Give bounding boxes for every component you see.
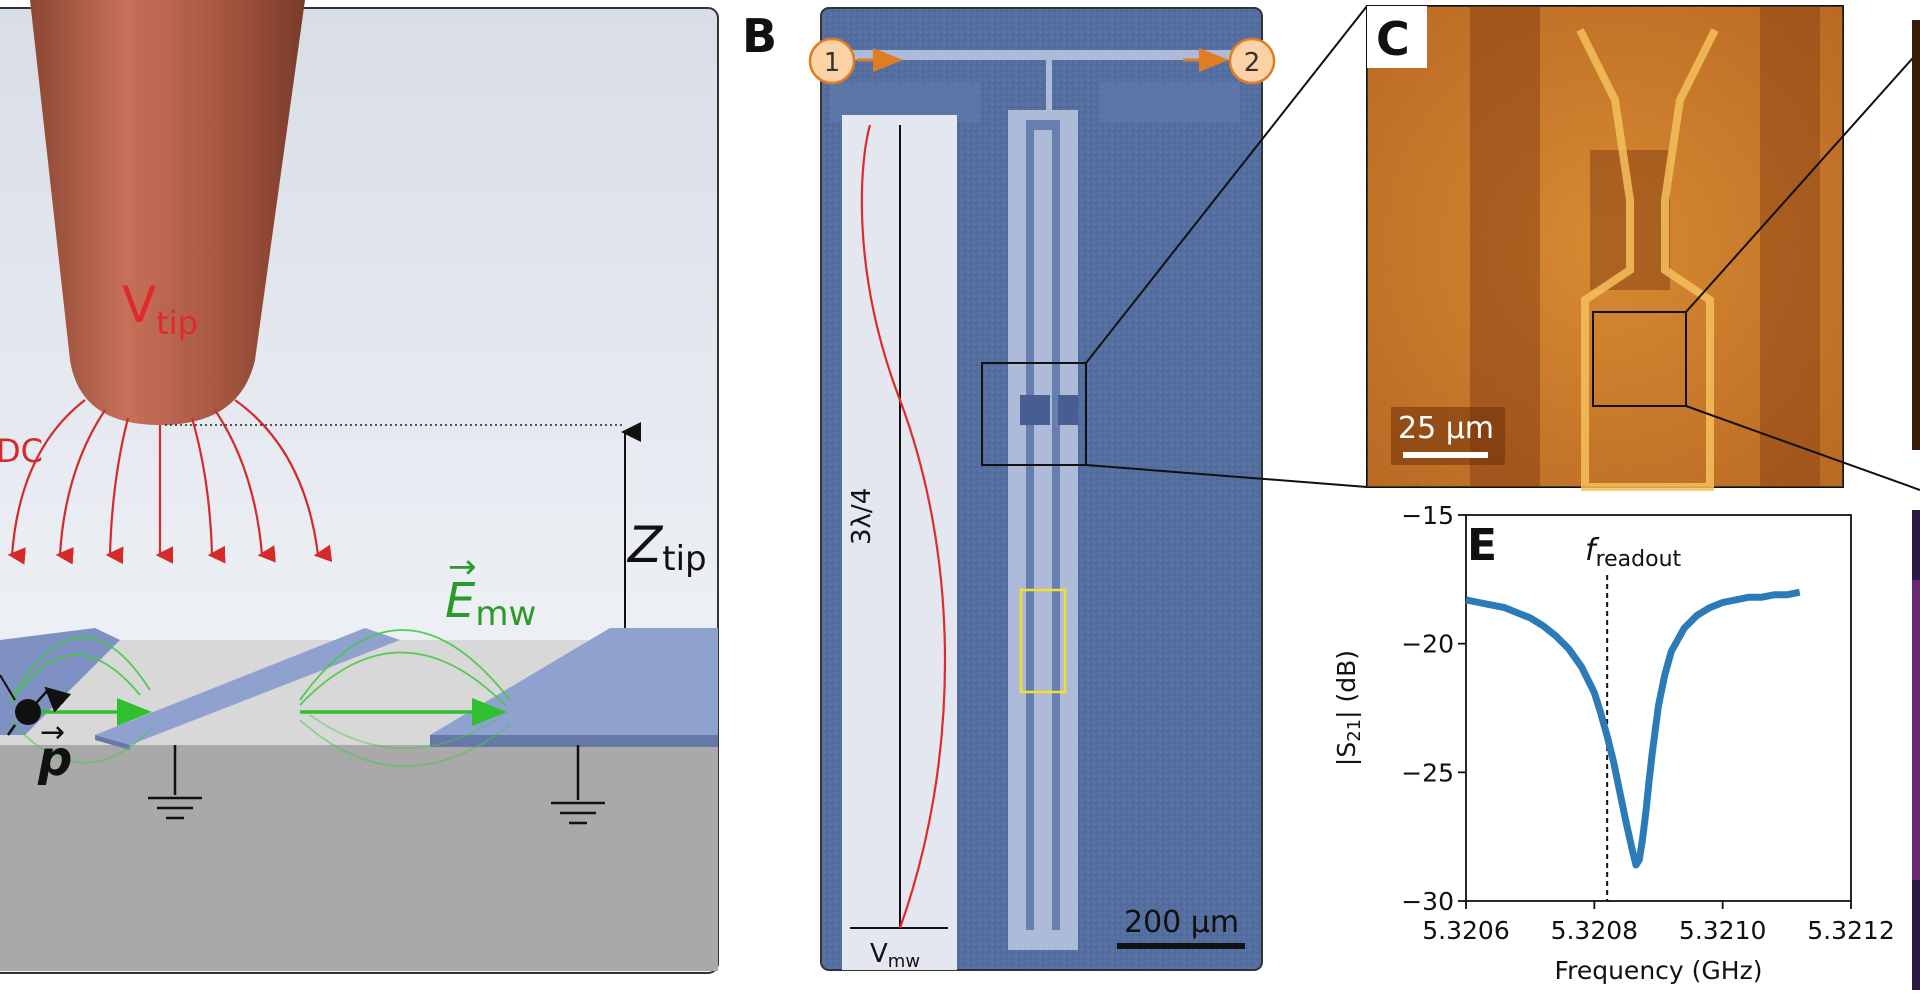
v-mw-label: Vmw: [870, 939, 920, 972]
panel-c: C 25 μm: [1366, 5, 1844, 491]
panel-c-letter-bg: [1367, 6, 1427, 68]
y-tick-label: −15: [1401, 501, 1454, 530]
ground-symbols: [148, 745, 605, 825]
y-tick-label: −25: [1401, 758, 1454, 787]
x-tick-label: 5.3212: [1807, 916, 1894, 945]
x-tick-label: 5.3210: [1679, 916, 1766, 945]
dc-field-lines: [7, 399, 333, 565]
substrate-side: [0, 745, 718, 971]
panel-c-letter: C: [1376, 12, 1410, 66]
svg-text:→: →: [40, 715, 65, 750]
y-axis-label: |S21| (dB): [1332, 650, 1365, 766]
zoom-region-box: [981, 362, 1087, 466]
port-1: [808, 37, 856, 85]
svg-text:2: 2: [1244, 48, 1261, 78]
mode-voltage-curve: [860, 124, 947, 929]
x-tick-label: 5.3208: [1551, 916, 1638, 945]
afm-zoom-box: [1592, 311, 1687, 407]
panel-b-letter: B: [742, 9, 777, 63]
svg-text:→: →: [448, 547, 477, 587]
y-tick-label: −20: [1401, 630, 1454, 659]
afm-tip: [30, 0, 305, 425]
series-line-s21: [1465, 588, 1801, 869]
feedline: [830, 50, 1250, 60]
zoom-line-top: [1085, 5, 1368, 364]
electrode-center: [95, 628, 400, 745]
panel-d-edge: [1912, 20, 1920, 450]
panel-c-scale-label: 25 μm: [1398, 411, 1494, 446]
y-ticks: −15 −20 −25 −30: [1401, 501, 1466, 916]
tip-voltage-label: Vtip: [122, 276, 198, 342]
mode-label: 3λ/4: [847, 488, 877, 545]
yellow-region-box: [1019, 588, 1067, 694]
z-tip-label: Ztip: [626, 516, 707, 579]
svg-text:1: 1: [824, 48, 841, 78]
dipole-label: p: [37, 731, 72, 787]
zoom-line-bottom: [1085, 464, 1368, 488]
panel-c-scalebar: [1403, 452, 1488, 458]
panel-b-scalebar: [1117, 943, 1245, 949]
x-axis-label: Frequency (GHz): [1555, 956, 1763, 985]
x-ticks: 5.3206 5.3208 5.3210 5.3212: [1422, 901, 1895, 945]
panel-e-letter: E: [1467, 520, 1497, 571]
x-tick-label: 5.3206: [1422, 916, 1509, 945]
y-tick-label: −30: [1401, 887, 1454, 916]
mw-field-lines: [9, 629, 511, 768]
afm-bowtie: [1576, 28, 1719, 491]
port-2: [1228, 37, 1276, 85]
dc-field-label: DC: [0, 432, 43, 470]
panel-b: B 3λ/4 Vmw 1 2 200 μm: [742, 7, 1276, 972]
panel-a: Vtip DC Ztip: [0, 0, 719, 974]
panel-b-scale-label: 200 μm: [1124, 905, 1239, 940]
mw-field-label: Emw: [445, 573, 536, 634]
